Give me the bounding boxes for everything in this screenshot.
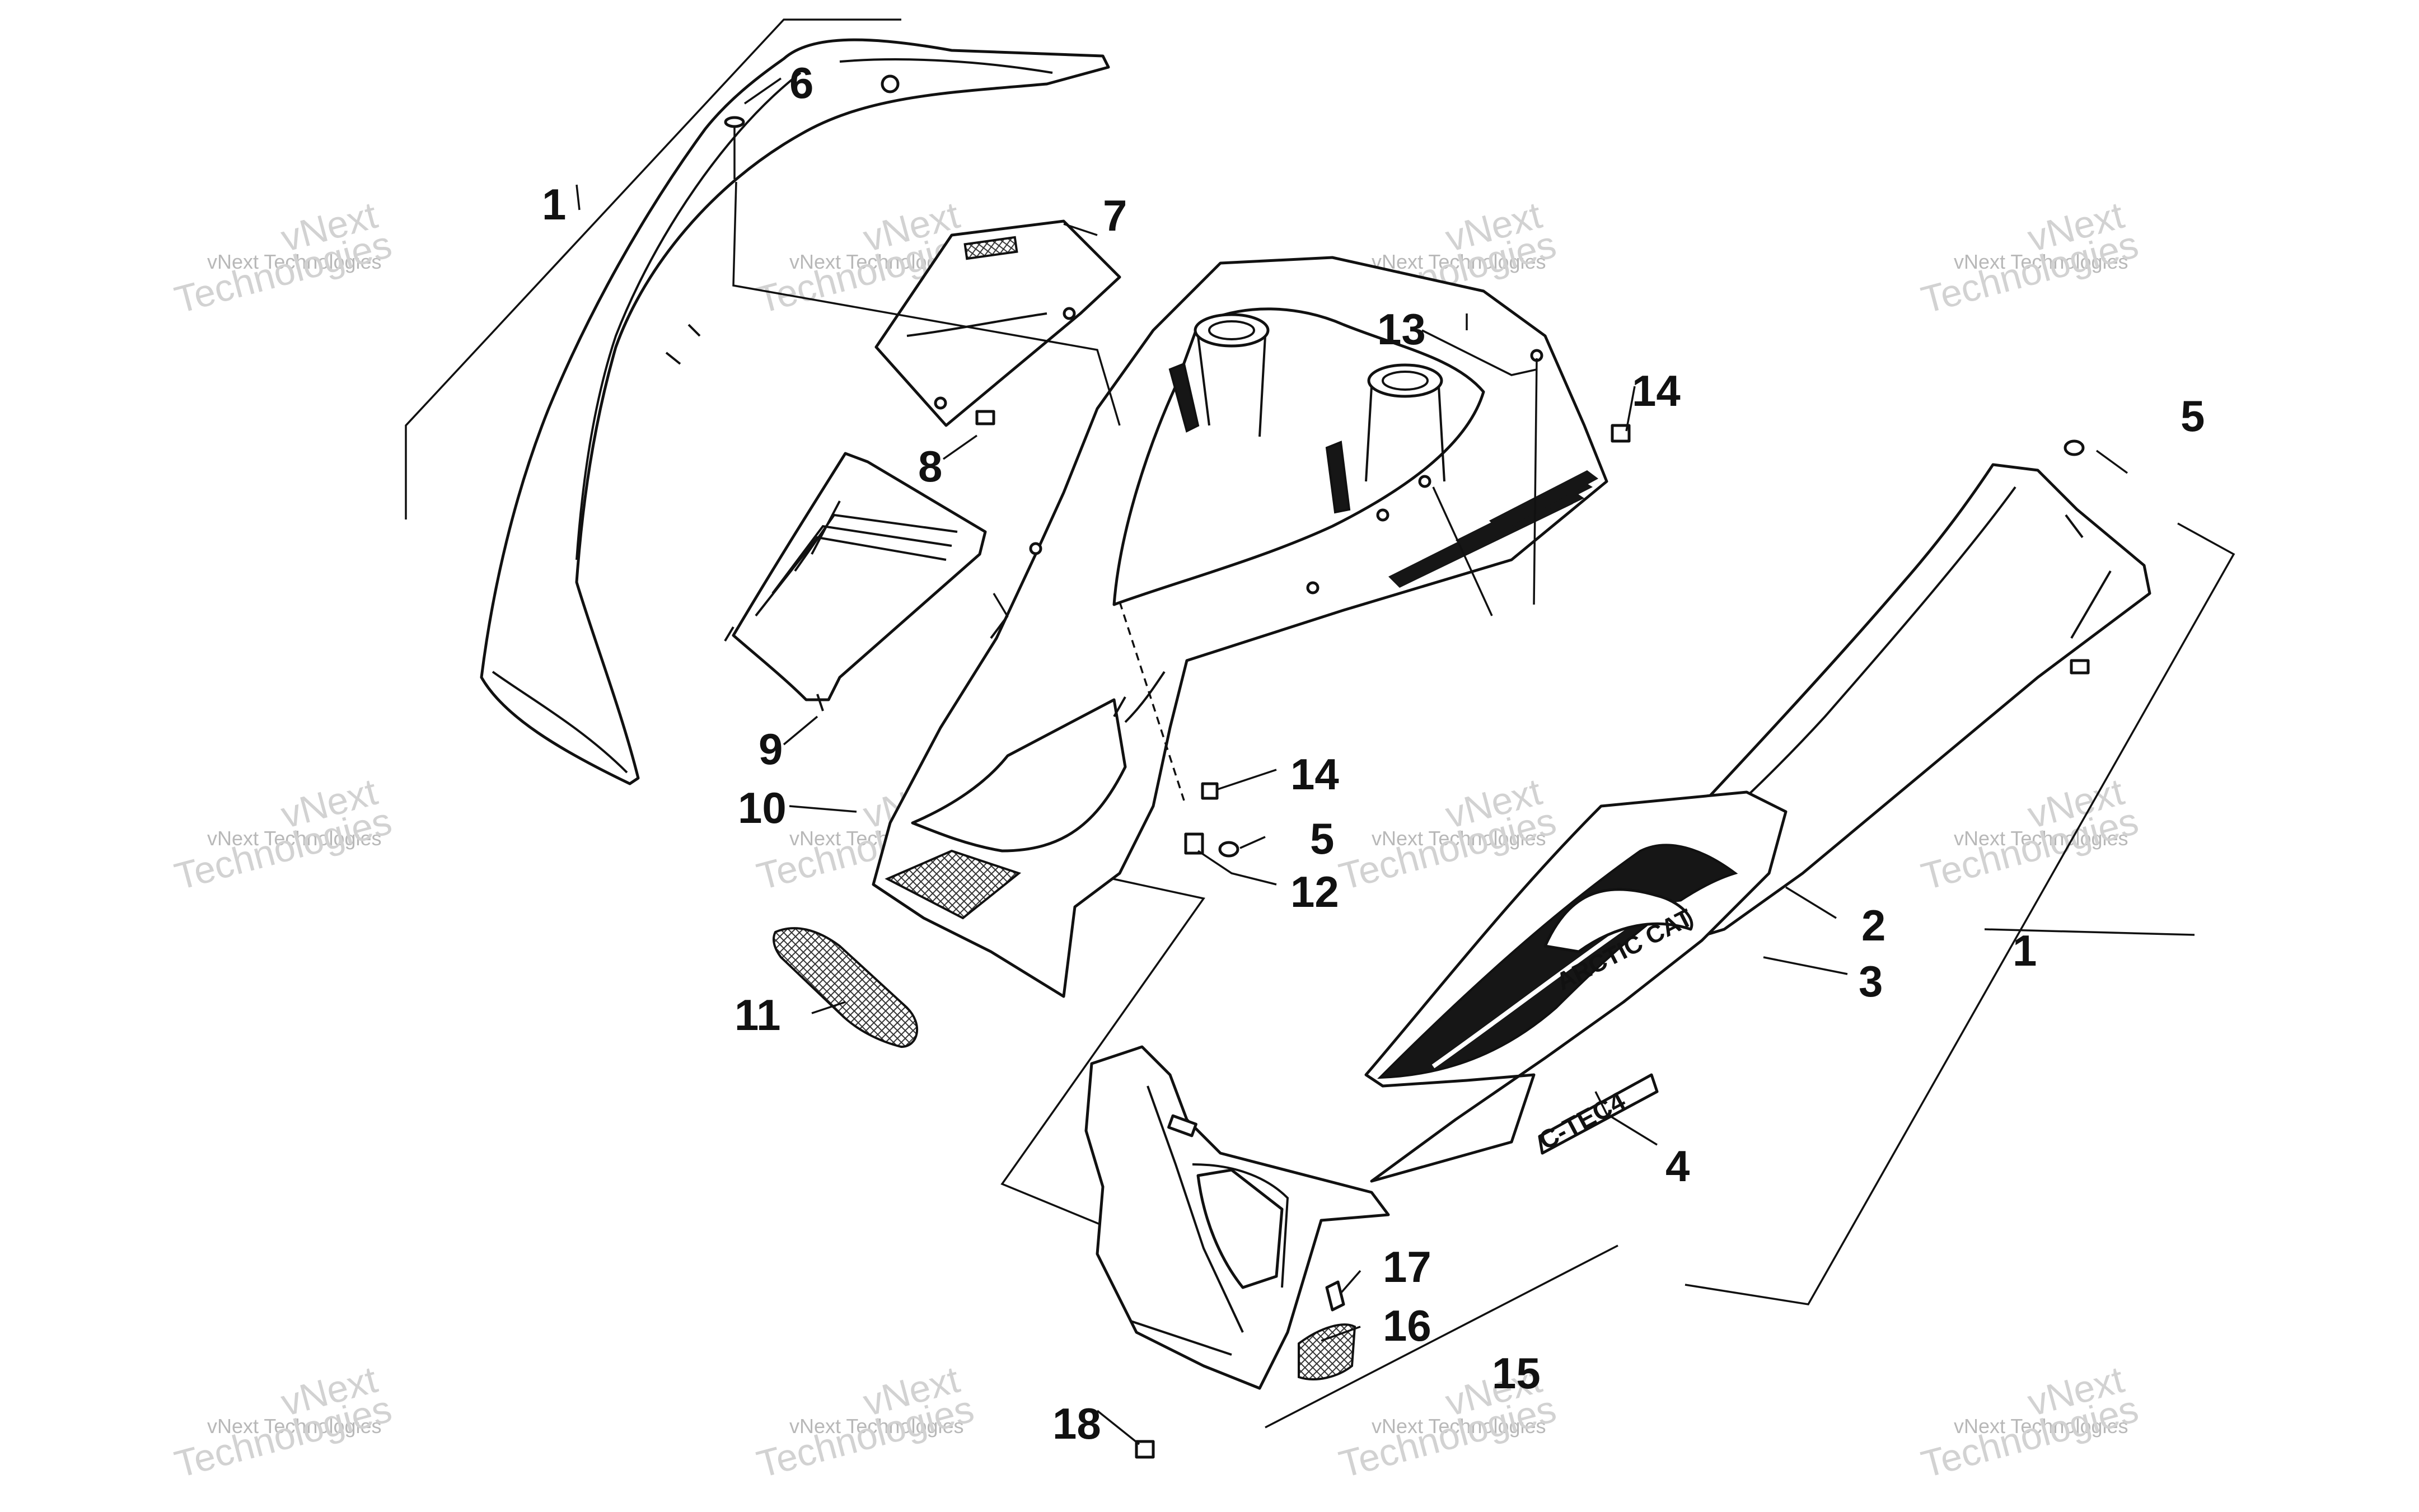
watermark-small-10: vNext Technologies (789, 1415, 964, 1438)
callout-2: 2 (1861, 901, 1885, 950)
part-7-dash-panel (874, 219, 1121, 427)
watermark-small-12: vNext Technologies (1954, 1415, 2128, 1438)
callout-13: 13 (1377, 305, 1426, 354)
callout-6: 6 (789, 58, 813, 107)
callout-5-center: 5 (1310, 814, 1334, 863)
callout-16: 16 (1383, 1301, 1431, 1350)
watermark-small-1: vNext Technologies (207, 250, 382, 273)
callout-1-right: 1 (2013, 926, 2037, 975)
callout-18: 18 (1052, 1399, 1101, 1448)
part-10-main-hood (872, 256, 1608, 998)
watermark-small-11: vNext Technologies (1372, 1415, 1546, 1438)
callout-7: 7 (1103, 191, 1127, 240)
part-11-mesh-screen (773, 927, 918, 1048)
callout-14-right: 14 (1632, 366, 1681, 415)
callout-14-center: 14 (1290, 750, 1339, 799)
callout-11: 11 (734, 990, 780, 1040)
callout-10: 10 (738, 783, 787, 832)
callout-5-right: 5 (2181, 391, 2205, 441)
part-16-small-mesh (1298, 1323, 1356, 1380)
hardware (724, 116, 2085, 1459)
callout-1-left: 1 (542, 180, 566, 229)
part-3-lower-panel: ARCTIC CAT (1364, 790, 1788, 1183)
part-15-lower-nose (1084, 1045, 1390, 1390)
callout-3: 3 (1859, 957, 1883, 1006)
leader-lines (575, 77, 2195, 1445)
callout-9: 9 (759, 724, 783, 774)
part-9-inner-console (724, 452, 987, 711)
watermark-small-7: vNext Technologies (1372, 827, 1546, 850)
watermark-small-9: vNext Technologies (207, 1415, 382, 1438)
callout-12: 12 (1290, 867, 1339, 916)
watermark-small-8: vNext Technologies (1954, 827, 2128, 850)
callout-8: 8 (918, 442, 942, 491)
callout-labels: 1 2 3 4 5 5 6 7 8 9 10 11 12 13 14 14 15… (542, 58, 2205, 1448)
watermark-small-3: vNext Technologies (1372, 250, 1546, 273)
part-4-model-badge: C-TEC4 (1534, 1073, 1659, 1155)
callout-15: 15 (1492, 1349, 1541, 1398)
watermark-small-4: vNext Technologies (1954, 250, 2128, 273)
callout-17: 17 (1383, 1242, 1431, 1291)
watermark-small-5: vNext Technologies (207, 827, 382, 850)
callout-4: 4 (1665, 1141, 1690, 1191)
part-1-left-side-panel (480, 38, 1110, 785)
